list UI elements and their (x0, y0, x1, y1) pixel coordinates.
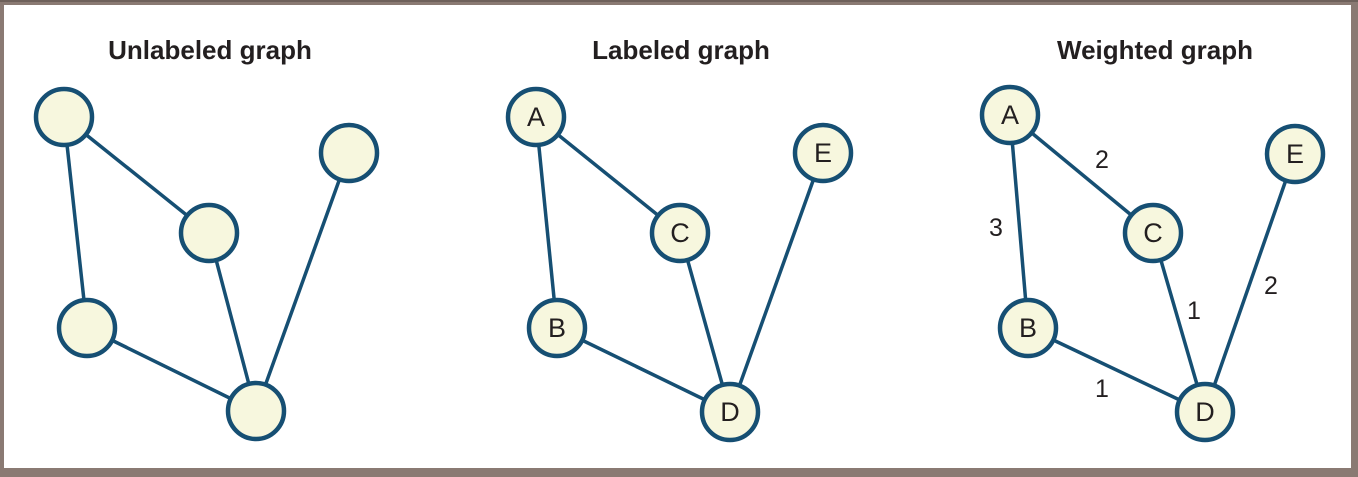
graph-node-E (792, 122, 854, 184)
edge-3-5 (207, 232, 258, 412)
edge-weight-C-D: 1 (1187, 297, 1201, 325)
node-label-A: A (1001, 100, 1019, 130)
graph-node-D (699, 381, 761, 443)
edge-A-B (534, 116, 559, 329)
graph-node-C (1122, 202, 1184, 264)
edge-2-5 (254, 152, 351, 412)
graph-node-B (526, 297, 588, 359)
node-label-E: E (1286, 139, 1304, 169)
node-label-D: D (1195, 397, 1215, 427)
edge-C-D (1151, 232, 1207, 413)
node-label-B: B (548, 313, 566, 343)
graph-node-A (505, 86, 567, 148)
edge-weight-E-D: 2 (1264, 272, 1278, 300)
edge-C-D (678, 232, 732, 413)
node-label-E: E (814, 138, 832, 168)
edge-weight-B-D: 1 (1095, 375, 1109, 403)
graph-panel: A E C B D Labeled graph (505, 35, 854, 443)
graph-node-D (1174, 381, 1236, 443)
edge-A-C (534, 115, 682, 235)
graph-node-5 (225, 380, 287, 442)
node-label-A: A (527, 102, 545, 132)
edge-4-5 (86, 326, 257, 413)
graph-title: Unlabeled graph (108, 35, 312, 65)
graph-title: Labeled graph (592, 35, 770, 65)
edge-A-B (1008, 114, 1030, 329)
graph-node-3 (178, 202, 240, 264)
graph-node-A (979, 84, 1041, 146)
edge-B-D (1027, 326, 1206, 414)
edge-weight-A-B: 3 (989, 214, 1003, 242)
graph-panel: A E C B D 2 3 1 1 2 Weighted graph (979, 35, 1326, 443)
node-label-C: C (1143, 218, 1163, 248)
graph-node-E (1264, 123, 1326, 185)
graph-node-B (997, 297, 1059, 359)
edge-E-D (1203, 153, 1297, 413)
graph-node-4 (56, 297, 118, 359)
graph-title: Weighted graph (1057, 35, 1253, 65)
edge-weight-A-C: 2 (1095, 146, 1109, 174)
edge-1-4 (62, 116, 89, 329)
graph-node-1 (33, 86, 95, 148)
figure-frame-top-edge (0, 0, 1358, 2)
graph-node-2 (318, 122, 380, 184)
node-label-B: B (1019, 313, 1037, 343)
edge-A-C (1008, 113, 1155, 235)
graph-node-C (649, 202, 711, 264)
edge-B-D (556, 326, 731, 414)
edge-E-D (728, 152, 825, 413)
edge-1-3 (62, 115, 211, 235)
graph-panel: Unlabeled graph (33, 35, 380, 442)
node-label-C: C (670, 218, 690, 248)
node-label-D: D (720, 397, 740, 427)
